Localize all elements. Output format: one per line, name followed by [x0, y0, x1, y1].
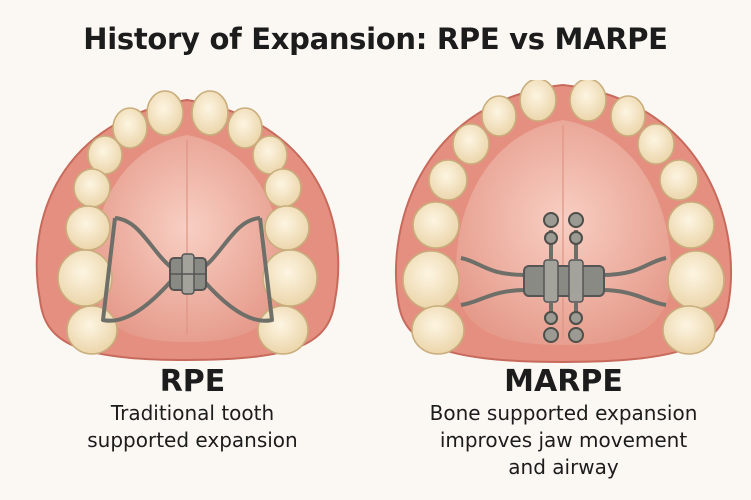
- rpe-description-line-1: Traditional tooth: [110, 401, 275, 425]
- marpe-arms: [460, 256, 667, 307]
- marpe-description-line-2: improves jaw movement: [439, 428, 688, 452]
- rpe-appliance: [101, 216, 274, 323]
- rpe-caption: RPE Traditional tooth supported expansio…: [5, 364, 380, 454]
- rpe-teeth: [57, 90, 318, 355]
- page-title: History of Expansion: RPE vs MARPE: [83, 22, 668, 56]
- rpe-description-line-2: supported expansion: [87, 428, 298, 452]
- marpe-arch-svg: [394, 80, 733, 364]
- marpe-description-line-3: and airway: [508, 455, 619, 479]
- marpe-illustration: [376, 80, 751, 370]
- rpe-arch-svg: [35, 90, 340, 362]
- marpe-miniscrews: [543, 212, 584, 343]
- marpe-description-line-1: Bone supported expansion: [429, 401, 698, 425]
- marpe-label: MARPE: [504, 364, 623, 399]
- rpe-label: RPE: [159, 364, 226, 399]
- marpe-caption: MARPE Bone supported expansion improves …: [376, 364, 751, 481]
- marpe-teeth: [402, 80, 725, 355]
- rpe-screw: [169, 253, 207, 295]
- rpe-illustration: [0, 80, 375, 370]
